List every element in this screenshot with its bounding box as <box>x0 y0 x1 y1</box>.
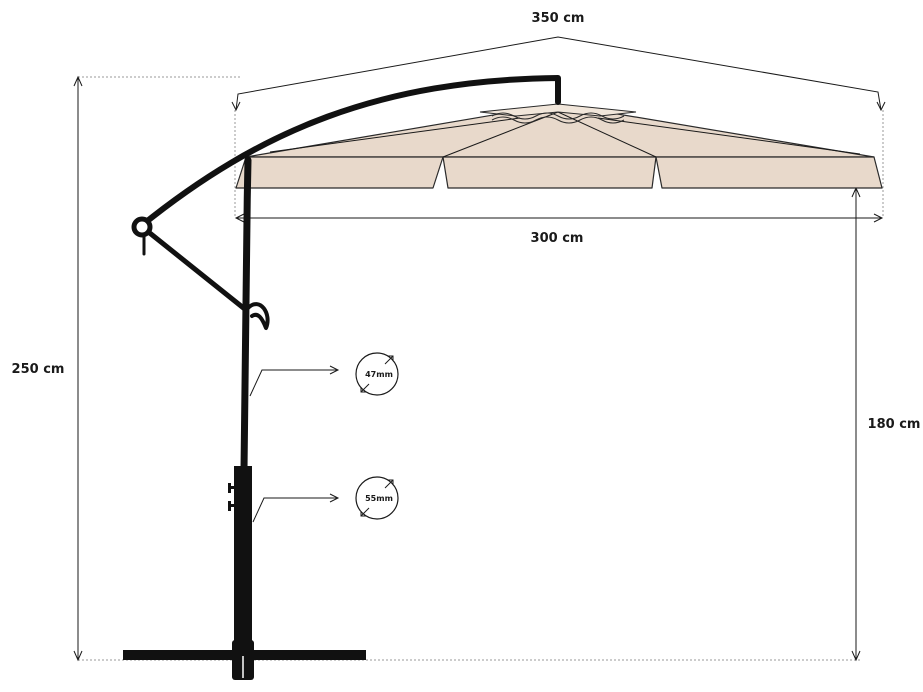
pivot-ring <box>131 216 153 238</box>
canopy-diagonal-dimension: 350 cm <box>231 11 886 112</box>
lower-diameter-badge <box>355 476 399 520</box>
total-height-dimension: 250 cm <box>12 75 83 662</box>
canopy <box>235 103 883 189</box>
total-height-label: 250 cm <box>12 362 65 377</box>
support-strut <box>143 227 249 313</box>
canopy-flap-left <box>235 156 444 189</box>
crank-handle <box>246 302 270 330</box>
clearance-height-dimension: 180 cm <box>851 186 921 662</box>
umbrella-frame <box>123 75 561 680</box>
canopy-flap-right <box>655 156 883 189</box>
lower-pole-callout: 55mm <box>252 476 399 523</box>
lower-diameter-label: 55mm <box>365 494 393 503</box>
canopy-width-label: 300 cm <box>531 231 584 246</box>
canopy-flap-middle <box>442 156 657 189</box>
pole-clamps <box>228 483 236 511</box>
upper-pole <box>240 156 252 474</box>
canopy-seams <box>269 111 861 158</box>
curved-arm <box>138 75 561 229</box>
lower-pole <box>234 466 252 646</box>
clearance-height-label: 180 cm <box>868 417 921 432</box>
upper-pole-callout: 47mm <box>249 352 399 397</box>
upper-diameter-badge <box>355 352 399 396</box>
canopy-diagonal-label: 350 cm <box>532 11 585 26</box>
upper-diameter-label: 47mm <box>365 370 393 379</box>
canopy-width-dimension: 300 cm <box>234 213 884 246</box>
